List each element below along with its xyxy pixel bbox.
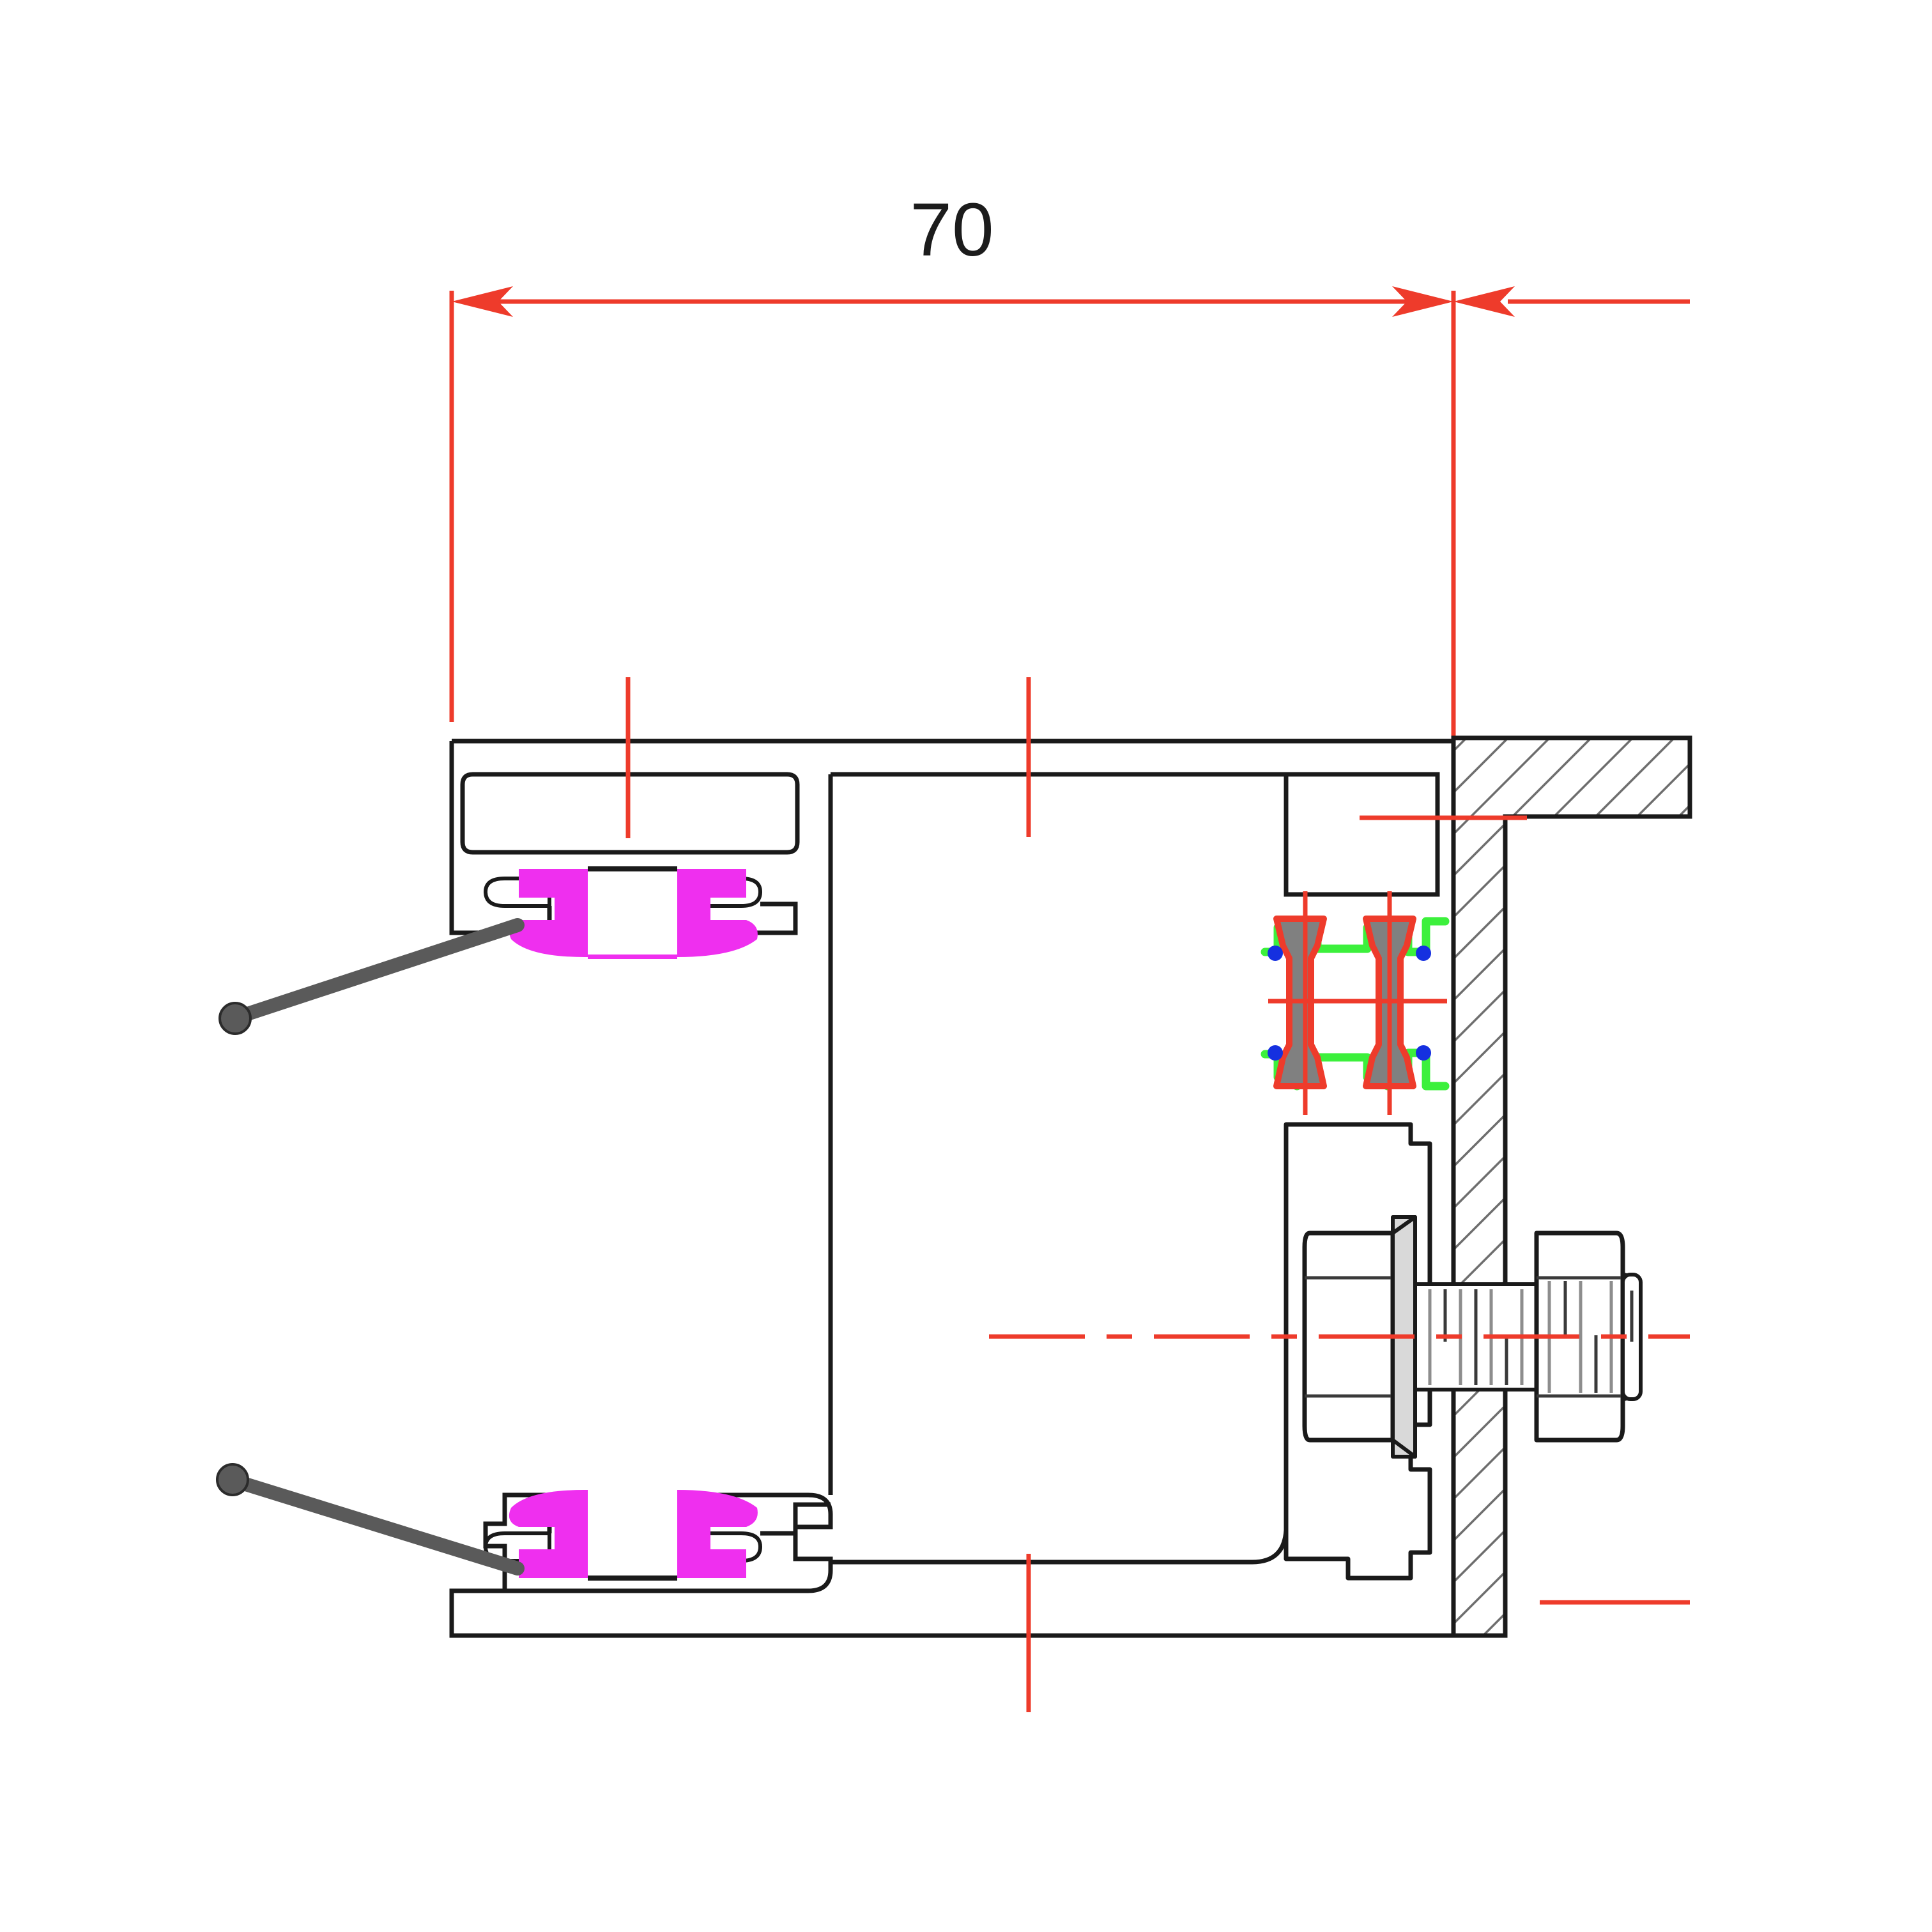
lower-rail-step (760, 1502, 831, 1536)
dimension-arrow-right-outer (1453, 286, 1515, 317)
clip-pivot-upper-left (1268, 946, 1283, 961)
upper-inner-chamber (460, 772, 800, 855)
dimension-arrow-left (452, 286, 513, 317)
dimension-value-label: 70 (910, 188, 993, 272)
flange-chamfer-lines (1391, 1215, 1417, 1459)
upper-leader-line (231, 918, 525, 1024)
upper-leader-dot (218, 1002, 252, 1035)
upper-leader-pointer (218, 918, 525, 1035)
upper-groove-lip-left (484, 877, 551, 908)
upper-groove-lip-right (694, 877, 762, 908)
upper-gasket (509, 866, 758, 959)
upper-gasket-void-top-edge (588, 866, 677, 871)
lower-inner-rail (831, 1124, 1289, 1565)
clip-pivot-upper-right (1416, 946, 1431, 961)
lower-leader-dot (216, 1463, 249, 1496)
upper-gasket-void-bottom-edge (588, 954, 677, 959)
lower-gasket-void (588, 1490, 677, 1578)
clip-pivot-lower-right (1416, 1045, 1431, 1061)
clip-pivot-lower-left (1268, 1045, 1283, 1061)
upper-groove-body (449, 741, 798, 935)
lower-gasket-void-bottom-edge (588, 1575, 677, 1581)
lower-leader-pointer (216, 1463, 525, 1575)
lower-gasket (509, 1490, 758, 1581)
upper-gasket-void (588, 869, 677, 957)
structural-wall-hatched (1451, 735, 1692, 1638)
upper-right-chamber (1284, 772, 1440, 897)
centerlines-group (625, 677, 1690, 1712)
dimension-overall-width: 70 (449, 188, 1690, 741)
lower-leader-line (228, 1474, 525, 1575)
dimension-arrow-right (1392, 286, 1453, 317)
